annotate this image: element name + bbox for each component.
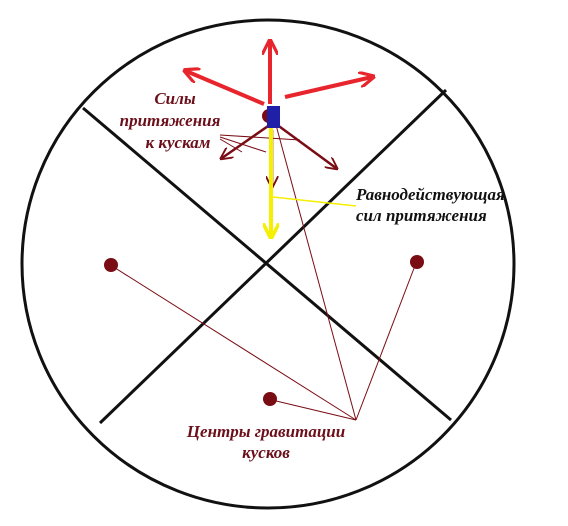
centers-label-line-2: кусков bbox=[242, 443, 290, 462]
gravity-center-right bbox=[410, 255, 424, 269]
leader-lines bbox=[111, 124, 417, 421]
forces-label: Силы притяжения к кускам bbox=[120, 89, 221, 152]
forces-label-line-2: притяжения bbox=[120, 111, 221, 130]
leader-center-left bbox=[111, 265, 357, 421]
resultant-label-line-2: сил притяжения bbox=[356, 206, 487, 225]
arrow-to-right-piece bbox=[275, 122, 336, 168]
leader-center-right bbox=[355, 262, 417, 421]
forces-label-line-1: Силы bbox=[154, 89, 196, 108]
centers-label: Центры гравитации кусков bbox=[186, 422, 345, 462]
leader-center-top bbox=[275, 124, 357, 421]
red-arrow-right bbox=[284, 77, 372, 99]
resultant-label: Равнодействующая сил притяжения bbox=[355, 185, 505, 225]
leader-forces-3 bbox=[219, 138, 243, 153]
gravity-center-bottom bbox=[263, 392, 277, 406]
forces-label-line-3: к кускам bbox=[146, 133, 211, 152]
arrow-to-left-piece bbox=[222, 122, 272, 158]
gravity-center-left bbox=[104, 258, 118, 272]
probe-square bbox=[267, 106, 280, 128]
leader-forces-1 bbox=[219, 134, 301, 141]
red-arrows bbox=[186, 42, 372, 106]
leader-center-bottom bbox=[271, 399, 357, 421]
centers-label-line-1: Центры гравитации bbox=[186, 422, 345, 441]
leader-resultant bbox=[272, 196, 357, 207]
resultant-label-line-1: Равнодействующая bbox=[355, 185, 505, 204]
divider-ne-sw bbox=[98, 88, 448, 425]
red-arrow-left bbox=[186, 71, 265, 106]
